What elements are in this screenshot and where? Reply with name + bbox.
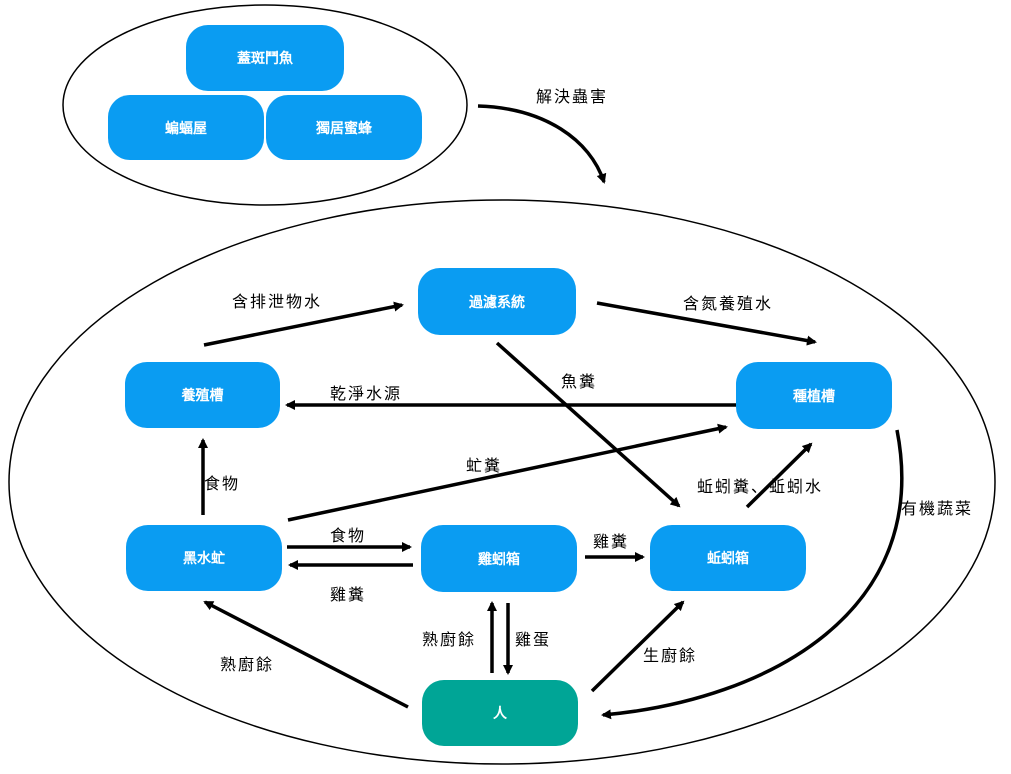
- arrow-nitrogen-water: [596, 301, 817, 346]
- label-raw-scraps: 生廚餘: [643, 646, 698, 665]
- node-filter-system: 過濾系統: [418, 268, 576, 335]
- label-chicken-manure-1: 雞糞: [330, 585, 367, 604]
- node-planting-tank: 種植槽: [736, 362, 892, 429]
- pest-control-group-ellipse: [62, 4, 468, 206]
- label-cooked-scraps-1: 熟廚餘: [422, 630, 477, 649]
- arrow-organic-veg: [601, 429, 904, 720]
- node-human: 人: [422, 680, 578, 746]
- label-organic-veg: 有機蔬菜: [901, 499, 974, 518]
- node-solitary-bee: 獨居蜜蜂: [266, 95, 422, 160]
- label-waste-water: 含排泄物水: [232, 292, 323, 311]
- label-cooked-scraps-2: 熟廚餘: [220, 655, 275, 674]
- node-chicken-worm-box: 雞蚓箱: [421, 525, 577, 592]
- arrow-fly-manure: [287, 423, 728, 522]
- label-pest-control: 解決蟲害: [536, 87, 609, 106]
- arrow-worm-to-planting: [745, 442, 813, 509]
- label-fish-manure: 魚糞: [561, 372, 598, 391]
- arrow-waste-water: [203, 301, 404, 347]
- label-food-2: 食物: [330, 526, 367, 545]
- node-earthworm-box: 蚯蚓箱: [650, 525, 806, 591]
- node-bat-house: 蝙蝠屋: [108, 95, 264, 160]
- node-black-soldier-fly: 黑水虻: [126, 525, 282, 591]
- label-clean-water: 乾淨水源: [330, 384, 403, 403]
- label-fly-manure: 虻糞: [466, 456, 503, 475]
- arrow-fish-manure: [495, 341, 681, 508]
- label-nitrogen-water: 含氮養殖水: [683, 294, 774, 313]
- label-worm-manure-water: 蚯蚓糞、蚯蚓水: [697, 477, 824, 496]
- node-betta-fish: 蓋斑鬥魚: [186, 25, 344, 91]
- arrow-pest-control: [477, 104, 607, 184]
- arrow-cooked-scraps-to-fly: [203, 600, 409, 709]
- label-egg: 雞蛋: [515, 630, 552, 649]
- label-chicken-manure-2: 雞糞: [593, 532, 630, 551]
- system-ellipse: [8, 199, 996, 765]
- arrow-raw-scraps: [590, 600, 685, 693]
- node-breeding-tank: 養殖槽: [125, 362, 280, 428]
- label-food-1: 食物: [204, 474, 241, 493]
